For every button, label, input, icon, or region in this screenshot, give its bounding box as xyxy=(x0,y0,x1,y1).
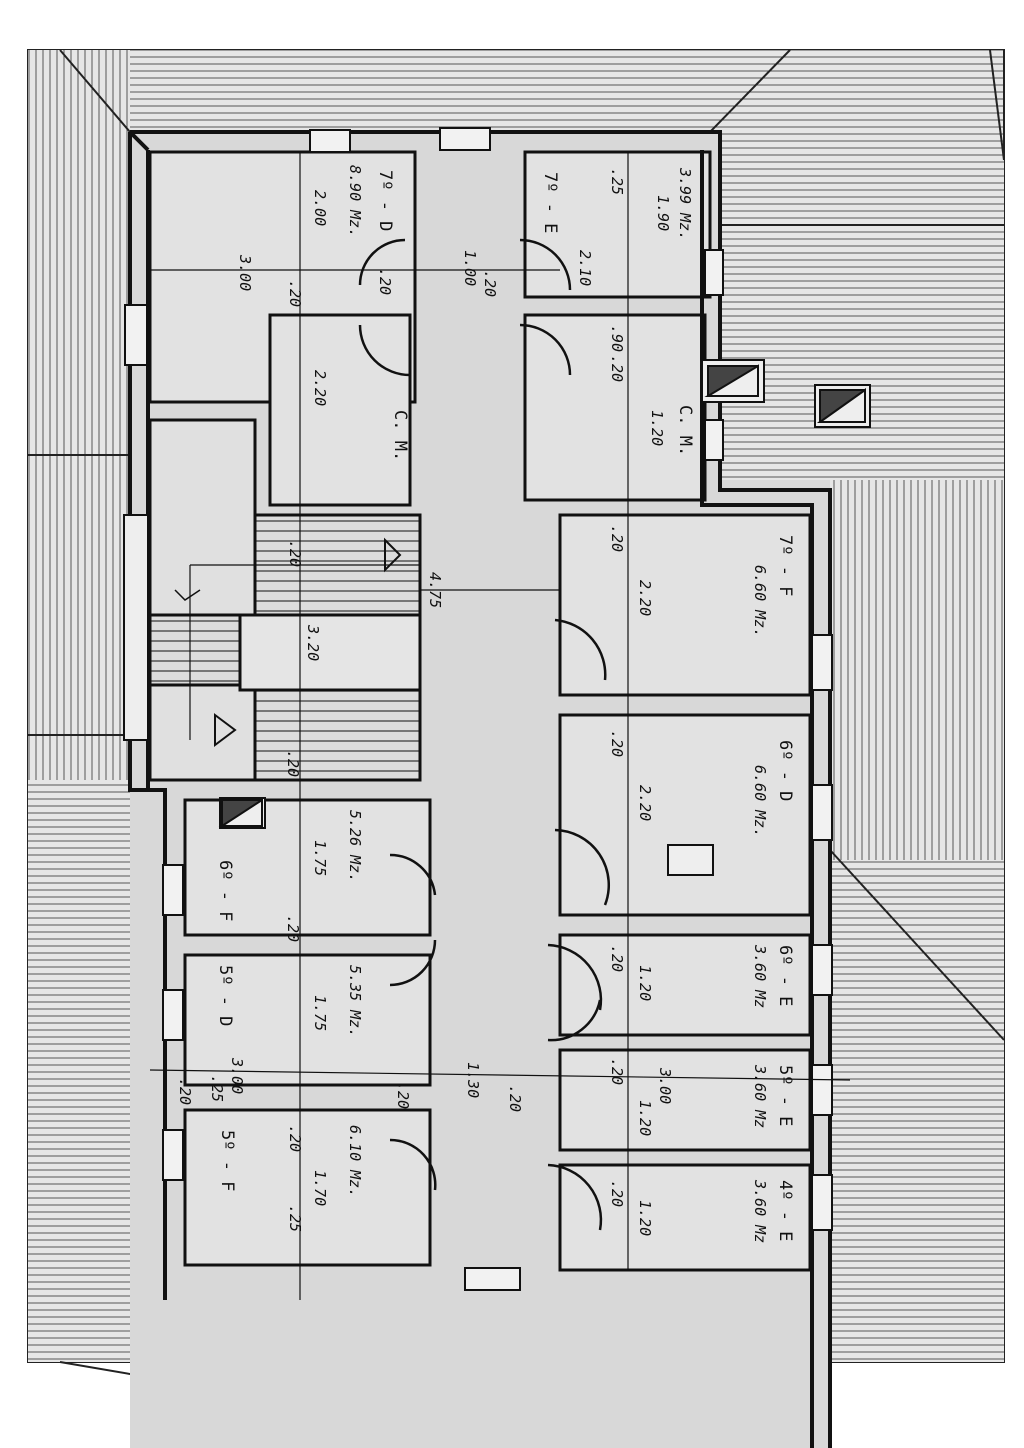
label-7e-name: 7º - E xyxy=(540,172,560,233)
label-cm-left-dim: 2.20 xyxy=(311,370,329,406)
dim-090: .90 xyxy=(608,325,626,352)
windows xyxy=(124,127,833,1291)
dim-300-br: 3.00 xyxy=(656,1067,674,1104)
room-cm-right xyxy=(523,313,707,502)
dim-475: 4.75 xyxy=(426,572,444,608)
room-cm-left xyxy=(268,313,412,507)
dim-020-k: .20 xyxy=(394,1082,412,1109)
dim-020-j: .20 xyxy=(608,945,626,972)
label-5f-area: 6.10 Mz. xyxy=(346,1125,364,1197)
label-7e-dim: 1.90 xyxy=(654,195,672,231)
label-6f-name: 6º - F xyxy=(215,860,235,921)
label-7f-dim: 2.20 xyxy=(636,580,654,616)
dim-020-o: .20 xyxy=(608,1180,626,1207)
label-6d-area: 6.60 Mz. xyxy=(751,765,769,837)
room-5f xyxy=(183,1108,432,1267)
dim-020-d: .20 xyxy=(286,280,304,307)
label-cm-left: C. M. xyxy=(390,410,410,461)
label-6f-area: 5.26 Mz. xyxy=(346,810,364,882)
label-6f-dim: 1.75 xyxy=(311,840,329,876)
label-4e-dim: 1.20 xyxy=(636,1200,654,1236)
label-6e-dim: 1.20 xyxy=(636,965,654,1001)
dim-020-l: .20 xyxy=(506,1085,524,1112)
chimneys xyxy=(218,359,871,876)
label-7f-area: 6.60 Mz. xyxy=(751,565,769,637)
label-4e-area: 3.60 Mz xyxy=(751,1179,769,1243)
label-7d-area: 8.90 Mz. xyxy=(346,165,364,237)
dim-020-p: .20 xyxy=(176,1078,194,1105)
dim-210: 2.10 xyxy=(576,250,594,286)
dim-020-f: .20 xyxy=(286,540,304,567)
room-6e xyxy=(558,933,812,1037)
dimension-lines xyxy=(149,152,851,1300)
label-5d-dim: 1.75 xyxy=(311,995,329,1031)
room-5e xyxy=(558,1048,812,1152)
dim-300-bl: 3.00 xyxy=(228,1057,246,1094)
dim-020-i: .20 xyxy=(284,915,302,942)
dim-100: 1.00 xyxy=(461,250,479,286)
dim-020-h: .20 xyxy=(608,730,626,757)
label-5e-name: 5º - E xyxy=(775,1065,795,1126)
dim-320: 3.20 xyxy=(304,624,322,661)
door-swings xyxy=(358,238,610,1231)
room-7f xyxy=(558,513,812,697)
dim-020-m: .20 xyxy=(608,1058,626,1085)
dim-020-g: .20 xyxy=(284,750,302,777)
label-6e-name: 6º - E xyxy=(775,945,795,1006)
label-7f-name: 7º - F xyxy=(775,535,795,596)
label-7d-dim: 2.00 xyxy=(311,190,329,226)
label-5e-dim: 1.20 xyxy=(636,1100,654,1136)
dim-130: 1.30 xyxy=(464,1062,482,1098)
label-7e-area: 3.99 Mz. xyxy=(676,167,694,240)
dim-020-n: .20 xyxy=(286,1125,304,1152)
dim-020-e: .20 xyxy=(608,525,626,552)
dim-025-c: .25 xyxy=(286,1205,304,1232)
label-6d-name: 6º - D xyxy=(775,740,795,801)
room-7e xyxy=(523,150,712,299)
dimension-labels: 3.00 1.00 2.10 .20 .20 .25 .90 .20 .20 .… xyxy=(176,168,674,1232)
label-5e-area: 3.60 Mz xyxy=(751,1064,769,1128)
room-5d xyxy=(183,953,432,1087)
label-5d-name: 5º - D xyxy=(215,965,235,1026)
label-5d-area: 5.35 Mz. xyxy=(346,965,364,1037)
dim-020-c: .20 xyxy=(608,355,626,382)
label-5f-dim: 1.70 xyxy=(311,1170,329,1206)
dim-300-top: 3.00 xyxy=(236,254,254,291)
dim-020-a: .20 xyxy=(376,268,394,295)
room-6d xyxy=(558,713,812,917)
room-4e xyxy=(558,1163,812,1272)
dim-025: .25 xyxy=(608,168,626,195)
label-5f-name: 5º - F xyxy=(217,1130,237,1191)
label-6d-dim: 2.20 xyxy=(636,785,654,821)
label-4e-name: 4º - E xyxy=(775,1180,795,1241)
dim-025-b: .25 xyxy=(208,1075,226,1102)
label-6e-area: 3.60 Mz xyxy=(751,944,769,1008)
room-labels: 7º - D 8.90 Mz. 2.00 3.99 Mz. 1.90 7º - … xyxy=(215,165,795,1243)
label-cm-right-dim: 1.20 xyxy=(648,410,666,446)
room-interiors xyxy=(148,150,812,1272)
dim-020-b: .20 xyxy=(481,270,499,297)
label-cm-right: C. M. xyxy=(675,405,695,456)
label-7d-name: 7º - D xyxy=(375,170,395,231)
roof-hip-lines xyxy=(28,49,1005,1381)
